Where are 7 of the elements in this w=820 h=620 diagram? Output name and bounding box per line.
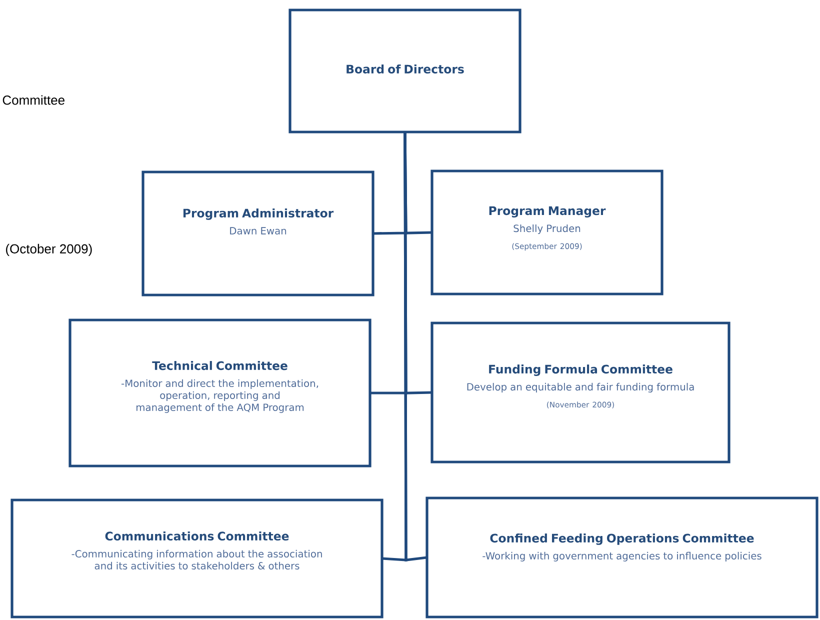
org-box: Communications Committee -Communicating information about the association and its activities to stakeholders & others (10, 498, 384, 618)
org-box: Board of Directors (288, 8, 522, 134)
note-text: (October 2009) (6, 244, 92, 256)
org-box: Technical Committee -Monitor and direct the implementation, operation, reporting and management of the AQM Program (68, 318, 372, 468)
org-box: Confined Feeding Operations Committee -Working with government agencies to influence policies (426, 496, 818, 618)
note-text: Committee (2, 95, 64, 105)
org-box: Program Administrator Dawn Ewan (142, 170, 374, 296)
